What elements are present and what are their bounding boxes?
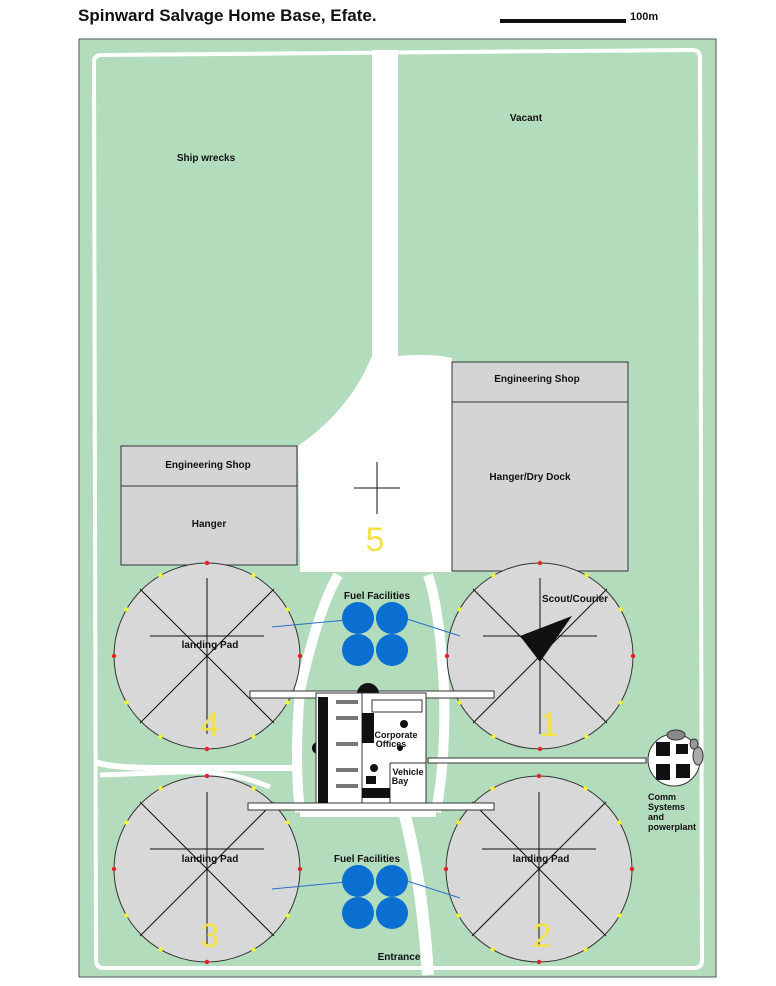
runway-light	[111, 653, 117, 659]
landing-pad-3: landing Pad 3	[113, 775, 301, 963]
runway-light	[251, 947, 256, 952]
scout-courier-ship	[520, 616, 572, 662]
ship-wrecks-label: Ship wrecks	[177, 153, 236, 164]
runway-light	[490, 947, 495, 952]
left-hangar-label: Hanger	[192, 519, 227, 530]
comm-label-3: and	[648, 812, 664, 822]
runway-light	[443, 866, 449, 872]
west-link-road	[94, 759, 300, 771]
runway-light	[124, 607, 129, 612]
runway-light	[537, 746, 543, 752]
south-walkway	[247, 802, 495, 811]
left-engineering-building	[120, 445, 298, 566]
runway-light	[111, 866, 117, 872]
comm-walkway	[427, 757, 647, 764]
comm-label-2: Systems	[648, 802, 685, 812]
runway-light	[618, 700, 623, 705]
pad3-label: landing Pad	[182, 854, 239, 865]
fuel-facility-top: Fuel Facilities	[271, 591, 461, 666]
scale-label: 100m	[630, 11, 659, 23]
runway-light	[124, 913, 129, 918]
runway-light	[630, 653, 636, 659]
runway-light	[629, 866, 635, 872]
runway-light	[158, 573, 163, 578]
vehicle-bay-label-2: Bay	[392, 776, 409, 786]
vehicle-bay-label-1: Vehicle	[392, 767, 423, 777]
map-title: Spinward Salvage Home Base, Efate.	[78, 6, 377, 25]
fuel-facility-bottom: Fuel Facilities	[271, 854, 461, 929]
pad1-ship-label: Scout/Courier	[542, 594, 608, 605]
runway-light	[124, 820, 129, 825]
runway-light	[457, 607, 462, 612]
fuel-top-label: Fuel Facilities	[344, 591, 411, 602]
runway-light	[444, 653, 450, 659]
vacant-label: Vacant	[510, 113, 543, 124]
runway-light	[285, 700, 290, 705]
runway-light	[285, 820, 290, 825]
offices-label-1: Corporate	[374, 730, 417, 740]
runway-light	[251, 786, 256, 791]
scale-bar	[500, 19, 626, 23]
runway-light	[204, 746, 210, 752]
comm-systems-powerplant: Comm Systems and powerplant	[647, 729, 704, 832]
landing-pad-1: Scout/Courier 1	[446, 562, 634, 750]
runway-light	[537, 560, 543, 566]
pad1-number: 1	[540, 706, 559, 744]
runway-light	[158, 947, 163, 952]
comm-label-1: Comm	[648, 792, 676, 802]
runway-light	[456, 913, 461, 918]
pad5-number: 5	[366, 521, 385, 559]
runway-light	[456, 820, 461, 825]
runway-light	[536, 959, 542, 965]
runway-light	[124, 700, 129, 705]
corporate-offices-complex: Corporate Offices Vehicle Bay	[312, 683, 427, 804]
right-engineering-building	[451, 361, 629, 572]
pad4-number: 4	[201, 706, 220, 744]
runway-light	[204, 773, 210, 779]
pad4-label: landing Pad	[182, 640, 239, 651]
left-shop-label: Engineering Shop	[165, 460, 251, 471]
east-access-road	[423, 573, 450, 813]
pad2-number: 2	[533, 917, 552, 955]
right-shop-label: Engineering Shop	[494, 374, 580, 385]
runway-light	[618, 607, 623, 612]
runway-light	[617, 913, 622, 918]
south-link-road	[99, 769, 271, 790]
pad2-label: landing Pad	[513, 854, 570, 865]
offices-label-2: Offices	[376, 739, 407, 749]
right-hangar-label: Hanger/Dry Dock	[489, 472, 571, 483]
runway-light	[158, 786, 163, 791]
landing-pad-4: landing Pad 4	[113, 562, 301, 750]
runway-light	[583, 947, 588, 952]
runway-light	[457, 700, 462, 705]
entrance-road	[398, 810, 434, 976]
runway-light	[285, 607, 290, 612]
runway-light	[536, 773, 542, 779]
runway-light	[204, 959, 210, 965]
runway-light	[584, 734, 589, 739]
entrance-label: Entrance	[378, 952, 421, 963]
runway-light	[491, 573, 496, 578]
pad3-number: 3	[201, 917, 220, 955]
runway-light	[251, 734, 256, 739]
runway-light	[285, 913, 290, 918]
runway-light	[204, 560, 210, 566]
runway-light	[158, 734, 163, 739]
comm-label-4: powerplant	[648, 822, 696, 832]
central-apron	[298, 50, 452, 572]
west-access-road	[292, 572, 343, 813]
perimeter-road	[91, 47, 705, 970]
runway-light	[583, 786, 588, 791]
runway-light	[297, 653, 303, 659]
runway-light	[251, 573, 256, 578]
runway-light	[297, 866, 303, 872]
fuel-bottom-label: Fuel Facilities	[334, 854, 401, 865]
runway-lights	[111, 560, 636, 965]
runway-light	[490, 786, 495, 791]
runway-light	[491, 734, 496, 739]
runway-light	[617, 820, 622, 825]
runway-light	[584, 573, 589, 578]
